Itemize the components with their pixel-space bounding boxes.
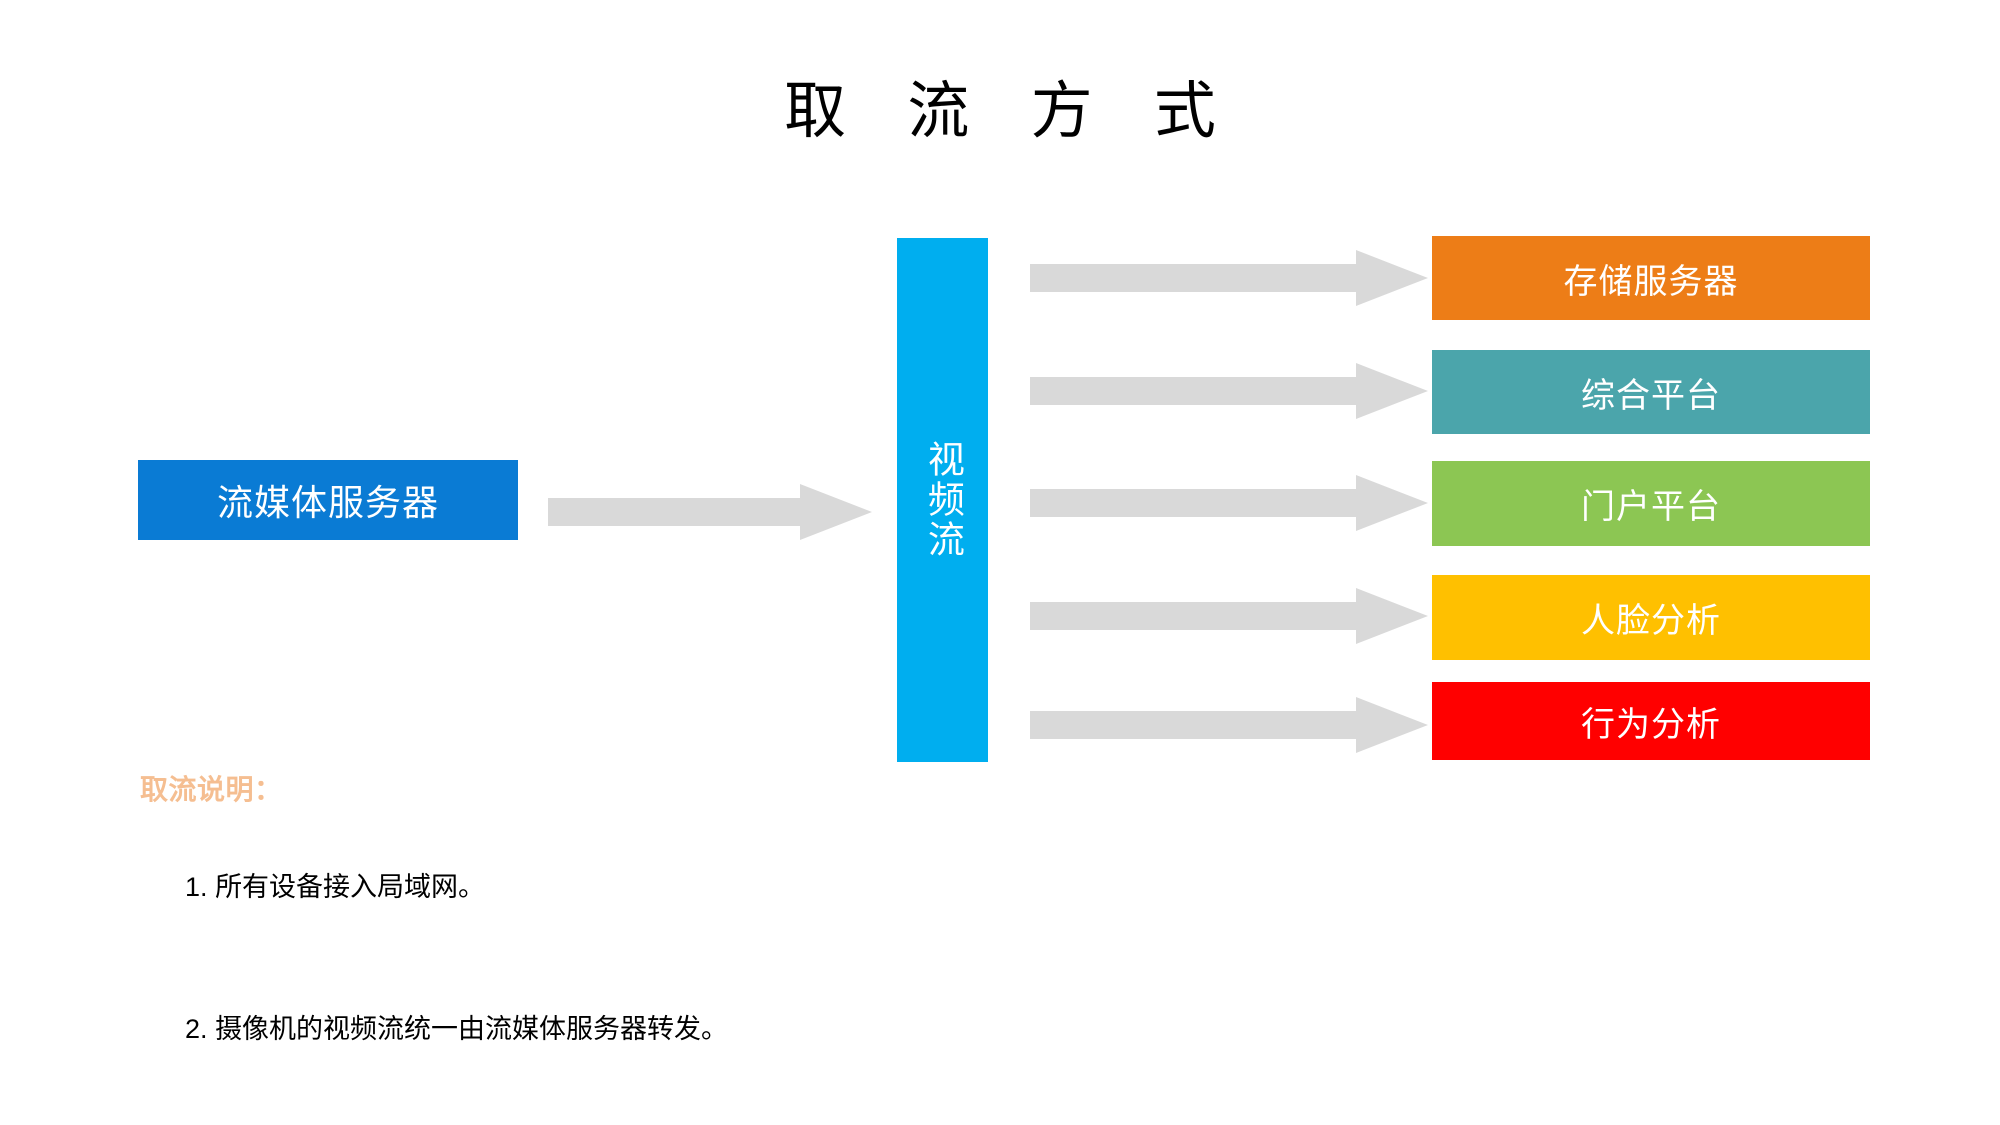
destination-node-portal-platform[interactable]: 门户平台 [1432, 461, 1870, 546]
note-text: 所有设备接入局域网。 [215, 872, 486, 903]
main-flow-arrow [548, 484, 872, 540]
notes-block: 取流说明： 1. 所有设备接入局域网。 2. 摄像机的视频流统一由流媒体服务器转… [140, 770, 1860, 1125]
right-arrow-icon [1030, 250, 1428, 306]
note-text: 摄像机的视频流统一由流媒体服务器转发。 [215, 1013, 729, 1044]
fan-arrow-4 [1030, 588, 1428, 644]
note-item: 1. 所有设备接入局域网。 [140, 825, 1860, 951]
note-item: 2. 摄像机的视频流统一由流媒体服务器转发。 [140, 967, 1860, 1093]
right-arrow-icon [1030, 363, 1428, 419]
note-number: 1. [185, 872, 208, 903]
destination-node-face-analysis[interactable]: 人脸分析 [1432, 575, 1870, 660]
fan-arrow-5 [1030, 697, 1428, 753]
destination-node-label: 门户平台 [1581, 488, 1721, 526]
notes-heading: 取流说明： [140, 774, 283, 805]
right-arrow-icon [1030, 475, 1428, 531]
fan-arrow-2 [1030, 363, 1428, 419]
right-arrow-icon [548, 484, 872, 540]
fan-arrow-3 [1030, 475, 1428, 531]
hub-node-label: 视频流 [922, 440, 964, 560]
destination-node-label: 综合平台 [1581, 376, 1721, 415]
page-title: 取 流 方 式 [784, 77, 1238, 146]
note-number: 2. [185, 1013, 208, 1044]
hub-node-video-stream[interactable]: 视频流 [897, 238, 988, 762]
destination-node-label: 行为分析 [1581, 705, 1721, 744]
destination-node-label: 存储服务器 [1563, 262, 1739, 301]
right-arrow-icon [1030, 697, 1428, 753]
destination-node-behavior-analysis[interactable]: 行为分析 [1432, 682, 1870, 760]
destination-node-integrated-platform[interactable]: 综合平台 [1432, 350, 1870, 434]
destination-node-label: 人脸分析 [1581, 602, 1721, 640]
note-item: 3. 较为复杂的架构中，取流的设备很多，如果管理不好视频流，会导致视频卡顿甚至瘫… [140, 1108, 1860, 1125]
source-node-stream-media-server[interactable]: 流媒体服务器 [138, 460, 518, 540]
right-arrow-icon [1030, 588, 1428, 644]
fan-arrow-1 [1030, 250, 1428, 306]
destination-node-storage-server[interactable]: 存储服务器 [1432, 236, 1870, 320]
source-node-label: 流媒体服务器 [216, 482, 439, 523]
